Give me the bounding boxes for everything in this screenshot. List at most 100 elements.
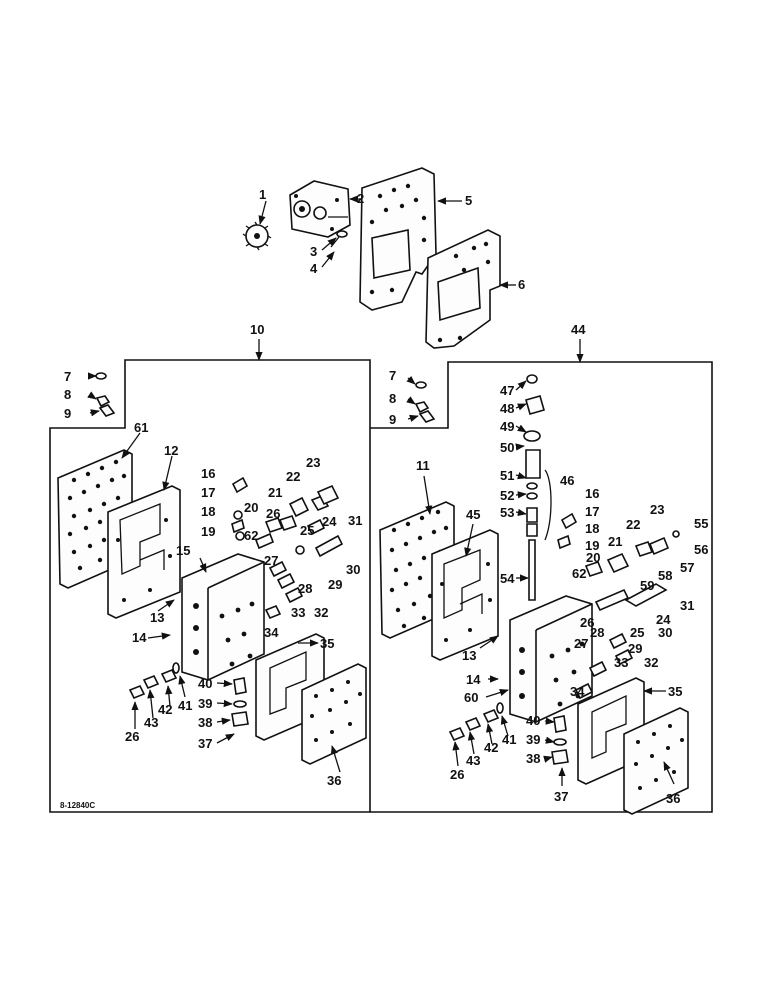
callout-right-20: 20	[586, 550, 600, 565]
assembly-label-44: 44	[571, 322, 586, 337]
callout-right-52: 52	[500, 488, 514, 503]
callout-right-18: 18	[585, 521, 599, 536]
callout-right-9: 9	[389, 412, 396, 427]
callout-right-36: 36	[666, 791, 680, 806]
callout-left-62: 62	[244, 528, 258, 543]
callout-right-39: 39	[526, 732, 540, 747]
callout-left-24: 24	[322, 514, 337, 529]
callout-left-41: 41	[178, 698, 192, 713]
gasket-icon	[107, 485, 181, 619]
callout-left-34: 34	[264, 625, 279, 640]
callout-left-40: 40	[198, 676, 212, 691]
callout-right-26b: 26	[450, 767, 464, 782]
callout-right-8: 8	[389, 391, 396, 406]
callout-left-21: 21	[268, 485, 282, 500]
spool-icon	[128, 476, 344, 727]
callout-left-17: 17	[201, 485, 215, 500]
callout-left-25: 25	[300, 523, 314, 538]
callout-right-50: 50	[500, 440, 514, 455]
callout-right-55: 55	[694, 516, 708, 531]
callout-right-27: 27	[574, 636, 588, 651]
callout-right-34: 34	[570, 684, 585, 699]
valve-body-icon	[181, 553, 265, 681]
callout-right-7: 7	[389, 368, 396, 383]
callout-right-58: 58	[658, 568, 672, 583]
callout-right-19: 19	[585, 538, 599, 553]
callout-right-13: 13	[462, 648, 476, 663]
callout-right-25: 25	[630, 625, 644, 640]
callout-left-33: 33	[291, 605, 305, 620]
callout-left-7: 7	[64, 369, 71, 384]
fitting-icon	[414, 381, 436, 423]
callout-right-51: 51	[500, 468, 514, 483]
callout-right-26: 26	[580, 615, 594, 630]
left-assembly: 7 8 9 61 12 13 14 15 16 17 18 19 62 20 2…	[57, 369, 367, 810]
callout-right-53: 53	[500, 505, 514, 520]
callout-left-29: 29	[328, 577, 342, 592]
callout-right-14: 14	[466, 672, 481, 687]
callout-right-47: 47	[500, 383, 514, 398]
cover-plate-icon	[623, 707, 689, 815]
callout-right-62: 62	[572, 566, 586, 581]
assembly-frames: 10 44	[49, 322, 713, 813]
callout-right-17: 17	[585, 504, 599, 519]
assembly-label-10: 10	[250, 322, 264, 337]
fitting-icon	[95, 372, 116, 417]
callout-right-32: 32	[644, 655, 658, 670]
callout-right-59: 59	[640, 578, 654, 593]
callout-right-35: 35	[668, 684, 682, 699]
relief-valve-stack-icon	[523, 374, 545, 601]
callout-left-16: 16	[201, 466, 215, 481]
gasket-plate-icon	[359, 167, 437, 311]
pump-body-icon	[289, 180, 351, 238]
callout-right-45: 45	[466, 507, 480, 522]
top-group: 1 2 3 4 5 6	[242, 167, 525, 349]
callout-left-32: 32	[314, 605, 328, 620]
callout-left-42: 42	[158, 702, 172, 717]
callout-1: 1	[259, 187, 266, 202]
callout-right-22: 22	[626, 517, 640, 532]
callout-left-8: 8	[64, 387, 71, 402]
spool-icon	[448, 512, 680, 765]
callout-right-60: 60	[464, 690, 478, 705]
callout-left-61: 61	[134, 420, 148, 435]
callout-right-38: 38	[526, 751, 540, 766]
drawing-reference: 8-12840C	[60, 801, 95, 810]
callout-left-18: 18	[201, 504, 215, 519]
cover-plate-icon	[301, 663, 367, 765]
callout-left-26b: 26	[125, 729, 139, 744]
callout-2: 2	[357, 191, 364, 206]
callout-left-14: 14	[132, 630, 147, 645]
callout-3: 3	[310, 244, 317, 259]
callout-left-31: 31	[348, 513, 362, 528]
callout-right-48: 48	[500, 401, 514, 416]
callout-right-30: 30	[658, 625, 672, 640]
callout-left-9: 9	[64, 406, 71, 421]
callout-right-46: 46	[560, 473, 574, 488]
gasket-icon	[431, 529, 499, 661]
callout-left-36: 36	[327, 773, 341, 788]
separator-plate-icon	[425, 229, 501, 349]
callout-left-27: 27	[264, 553, 278, 568]
callout-5: 5	[465, 193, 472, 208]
callout-left-26: 26	[266, 506, 280, 521]
callout-right-23: 23	[650, 502, 664, 517]
callout-left-13: 13	[150, 610, 164, 625]
callout-right-40: 40	[526, 713, 540, 728]
callout-6: 6	[518, 277, 525, 292]
callout-right-28: 28	[590, 625, 604, 640]
callout-left-23: 23	[306, 455, 320, 470]
right-assembly: 7 8 9 47 48 49 50 51 52 53 46 54 11 45 1…	[379, 368, 708, 815]
callout-right-56: 56	[694, 542, 708, 557]
callout-right-41: 41	[502, 732, 516, 747]
callout-left-19: 19	[201, 524, 215, 539]
callout-right-16: 16	[585, 486, 599, 501]
callout-left-15: 15	[176, 543, 190, 558]
callout-right-49: 49	[500, 419, 514, 434]
callout-right-57: 57	[680, 560, 694, 575]
callout-right-37: 37	[554, 789, 568, 804]
callout-left-22: 22	[286, 469, 300, 484]
callout-left-35: 35	[320, 636, 334, 651]
callout-right-21: 21	[608, 534, 622, 549]
